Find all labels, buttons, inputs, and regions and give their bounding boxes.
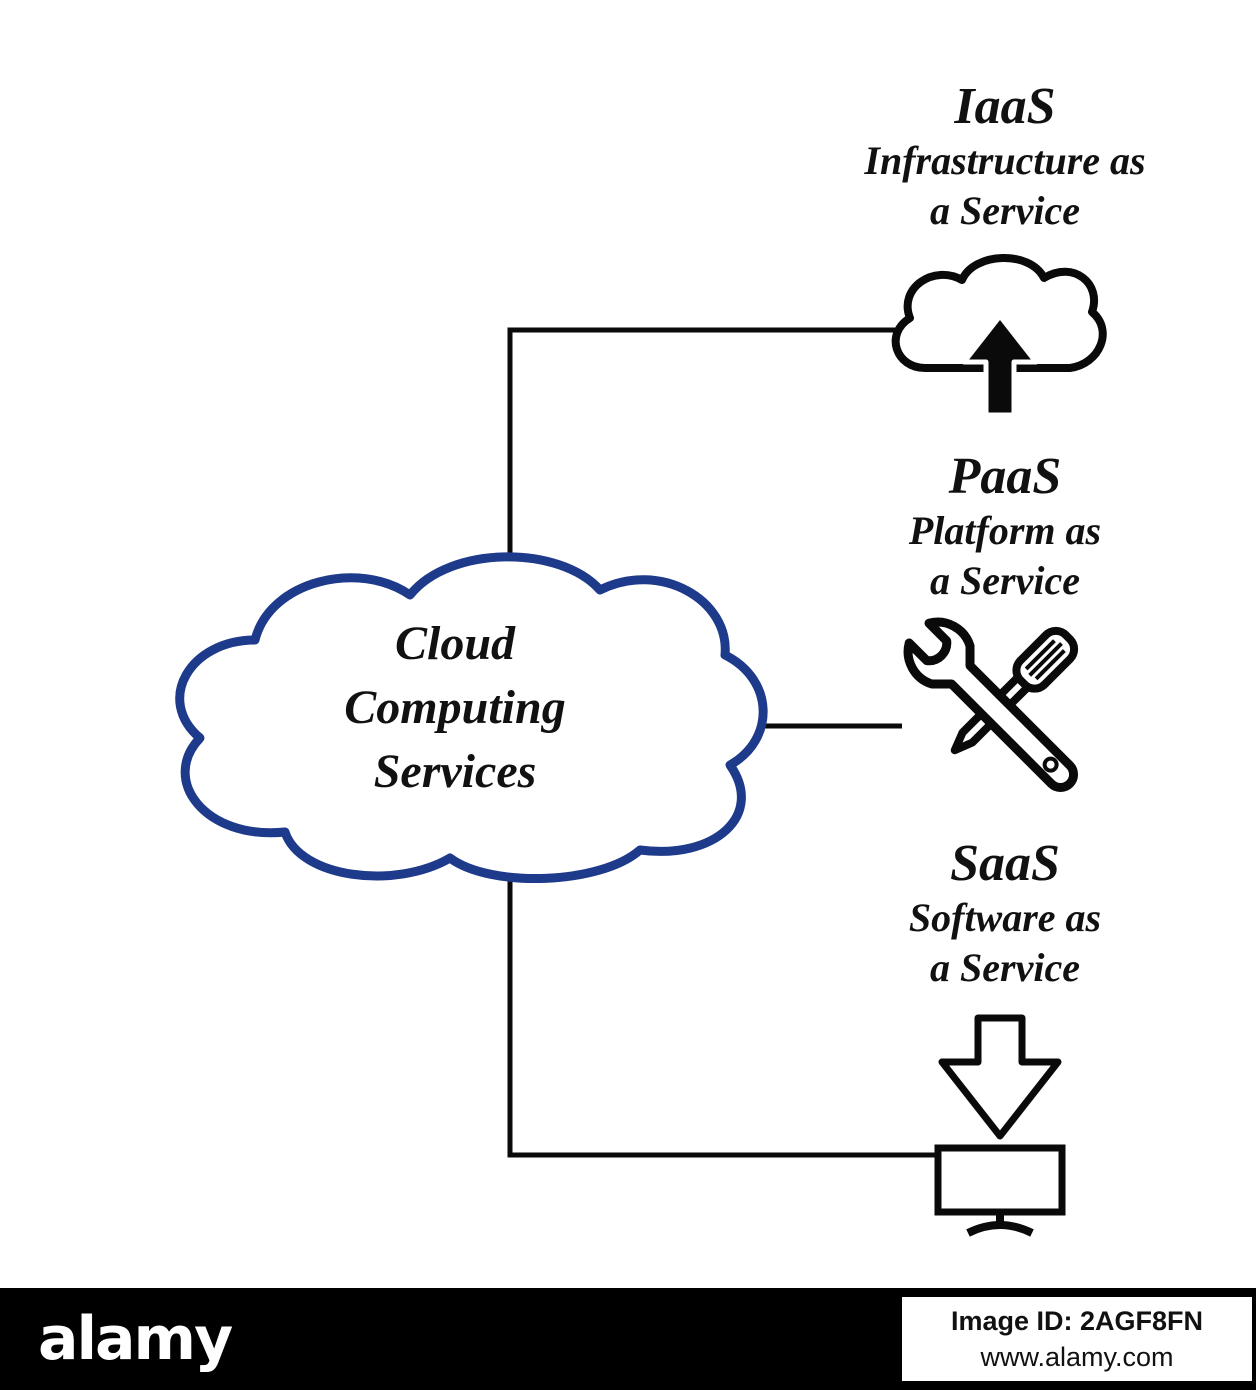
paas-line1: Platform as [908,508,1102,553]
connector-saas [507,858,938,1158]
cloud-title-line3: Services [373,745,537,798]
alamy-watermark-bar: alamy Image ID: 2AGF8FN www.alamy.com [0,1288,1256,1390]
monitor-base [966,1221,1034,1237]
cloud-title-line2: Computing [344,681,566,734]
upload-arrow [961,313,1039,418]
saas-line1: Software as [908,895,1102,940]
node-label-paas: PaaS Platform as a Service [785,448,1225,606]
image-id-text: Image ID: 2AGF8FN [950,1306,1204,1336]
image-id-box: Image ID: 2AGF8FN www.alamy.com [902,1297,1252,1381]
download-arrow [938,1014,1062,1140]
connector-iaas [507,327,902,575]
paas-line2: a Service [930,558,1080,603]
saas-line2: a Service [930,945,1080,990]
iaas-abbr: IaaS [954,78,1056,135]
paas-abbr: PaaS [948,448,1062,505]
monitor-outline [934,1144,1066,1216]
wrench-icon [903,617,1078,792]
saas-abbr: SaaS [950,835,1060,892]
tools-icon [903,617,1079,792]
iaas-line1: Infrastructure as [864,138,1146,183]
cloud-upload-icon [891,254,1107,418]
cloud-shape [175,552,768,884]
download-to-computer-icon [934,1014,1066,1237]
node-label-iaas: IaaS Infrastructure as a Service [785,78,1225,236]
cloud-title-line1: Cloud [394,617,516,670]
iaas-cloud-outline [891,254,1107,372]
cloud-title: Cloud Computing Services [255,612,655,804]
iaas-line2: a Service [930,188,1080,233]
alamy-logo: alamy [38,1304,233,1374]
node-label-saas: SaaS Software as a Service [785,835,1225,993]
screwdriver-icon [950,626,1079,755]
alamy-url-text: www.alamy.com [980,1342,1174,1372]
